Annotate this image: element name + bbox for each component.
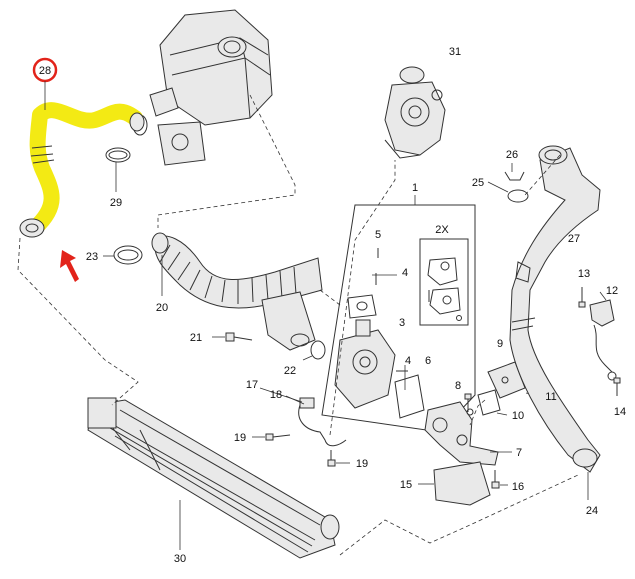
callout-4a: 4 <box>402 267 408 279</box>
callout-20: 20 <box>156 302 168 314</box>
bolt-16 <box>491 470 508 489</box>
red-arrow-indicator <box>60 250 79 282</box>
egr-kit-frame <box>321 195 476 433</box>
highlight-badge: 28 <box>32 57 58 110</box>
callout-25: 25 <box>472 177 484 189</box>
callout-16: 16 <box>512 481 524 493</box>
sensor-12 <box>589 291 617 381</box>
callout-labels: 1 2X 3 4 4 5 6 7 8 9 10 11 12 13 14 15 1… <box>86 46 626 565</box>
heat-shield-15 <box>418 461 491 506</box>
callout-27: 27 <box>568 233 580 245</box>
gasket-22 <box>302 340 326 361</box>
callout-19a: 19 <box>234 432 246 444</box>
callout-15: 15 <box>400 479 412 491</box>
bolt-21 <box>212 332 253 342</box>
callout-30: 30 <box>174 553 186 565</box>
callout-29: 29 <box>110 197 122 209</box>
callout-4b: 4 <box>405 355 411 367</box>
clip-26 <box>504 163 525 181</box>
corrugated-hose-20 <box>151 232 323 351</box>
bolt-13 <box>578 287 586 308</box>
intercooler-pipe-24 <box>509 145 601 500</box>
callout-17: 17 <box>246 379 258 391</box>
turbocharger <box>384 66 446 159</box>
callout-1: 1 <box>412 182 418 194</box>
hose-clamp-29 <box>105 147 131 192</box>
callout-22: 22 <box>284 365 296 377</box>
callout-7: 7 <box>516 447 522 459</box>
small-pipe-17 <box>259 387 347 447</box>
clamp-25 <box>487 181 529 203</box>
callout-18: 18 <box>270 389 282 401</box>
callout-11: 11 <box>545 391 556 403</box>
hose-clamp-23 <box>103 245 143 265</box>
callout-26: 26 <box>506 149 518 161</box>
bolt-8 <box>464 393 472 412</box>
callout-21: 21 <box>190 332 202 344</box>
callout-6: 6 <box>425 355 431 367</box>
callout-9: 9 <box>497 338 503 350</box>
egr-pipe-7 <box>424 401 512 466</box>
gasket-10 <box>477 389 508 416</box>
badge-label: 28 <box>39 65 51 77</box>
air-filter-housing <box>132 9 273 166</box>
intercooler-30 <box>87 397 340 559</box>
bracket-11 <box>487 361 541 399</box>
callout-2x: 2X <box>435 224 449 236</box>
highlighted-hose-28 <box>19 102 145 238</box>
callout-13: 13 <box>578 268 590 280</box>
callout-5: 5 <box>375 229 381 241</box>
callout-12: 12 <box>606 285 618 297</box>
callout-19b: 19 <box>356 458 368 470</box>
callout-10: 10 <box>512 410 524 422</box>
callout-24: 24 <box>586 505 598 517</box>
bolt-14 <box>613 377 621 396</box>
callout-23: 23 <box>86 251 98 263</box>
connection-lines <box>17 94 579 556</box>
bolt-19b <box>327 450 350 467</box>
callout-8: 8 <box>455 380 461 392</box>
callout-3: 3 <box>399 317 405 329</box>
bolt-19a <box>252 433 291 441</box>
callout-14: 14 <box>614 406 626 418</box>
callout-31: 31 <box>449 46 461 58</box>
